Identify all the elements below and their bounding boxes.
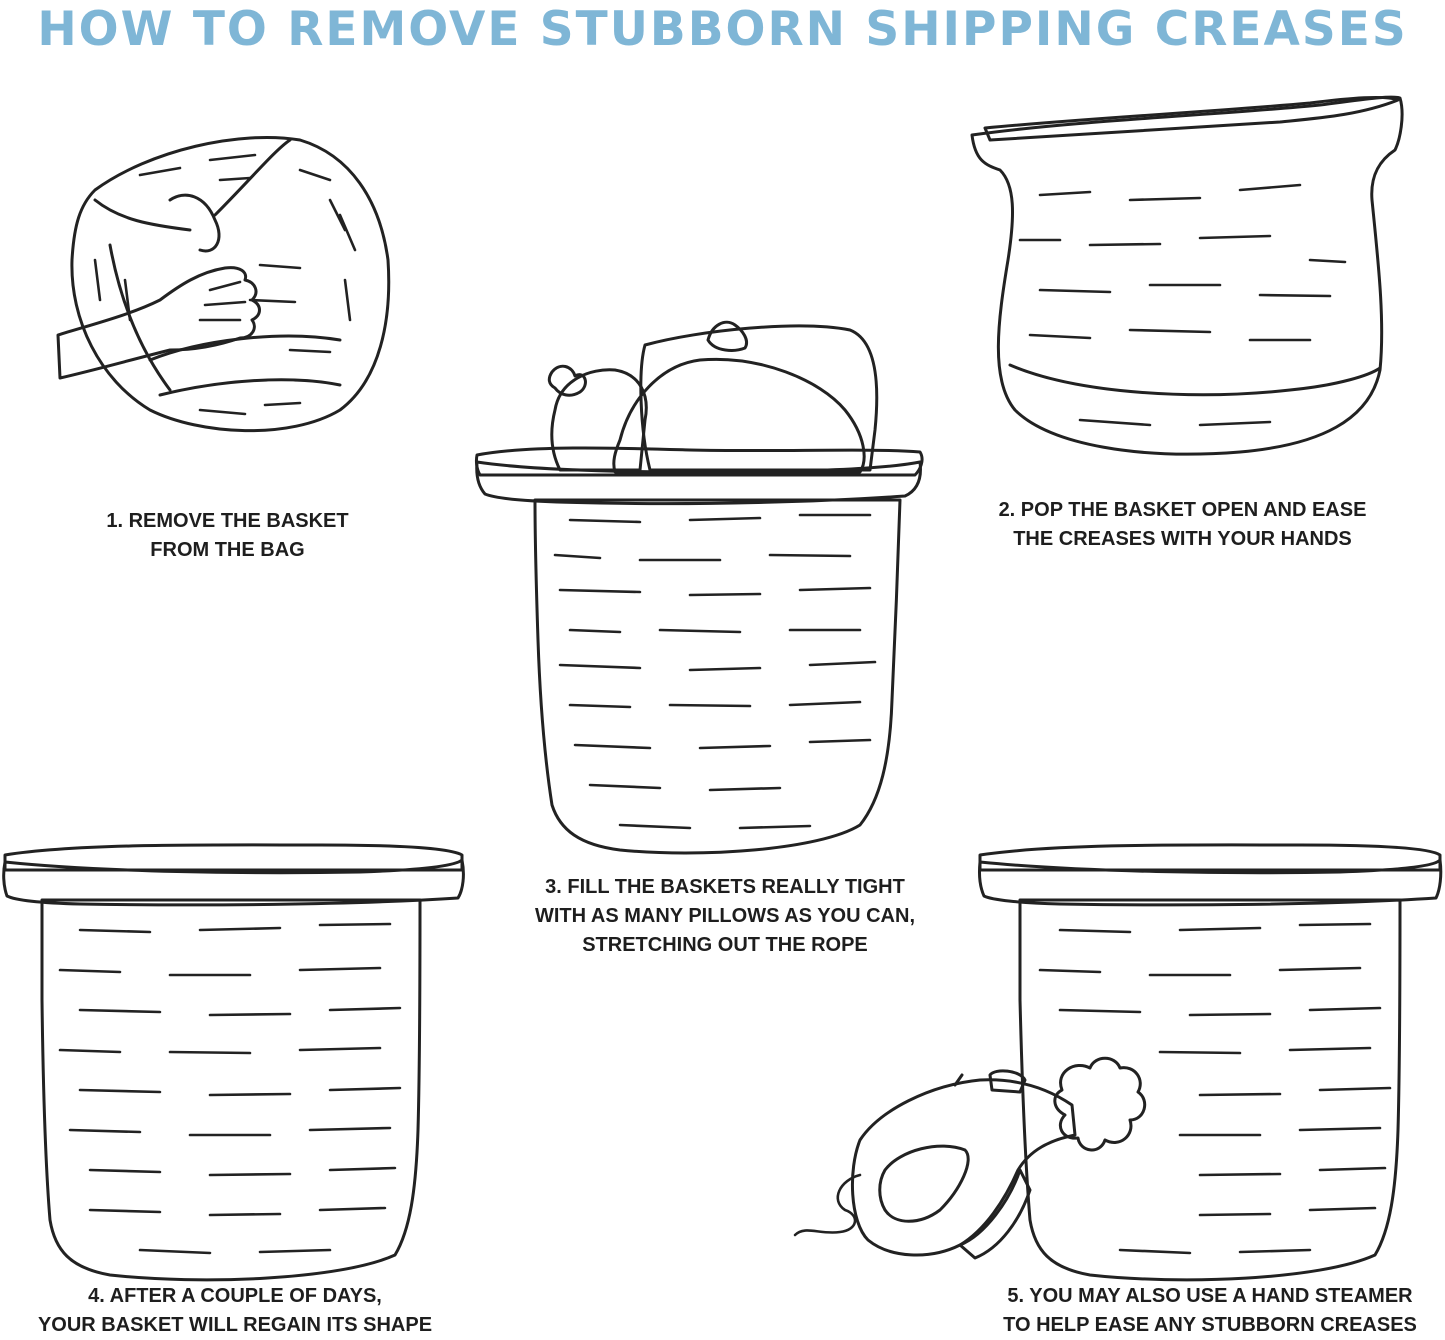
step2-caption-line2: THE CREASES WITH YOUR HANDS [1013,528,1352,550]
step1-caption-line1: 1. REMOVE THE BASKET [106,510,349,532]
step3-caption: 3. FILL THE BASKETS REALLY TIGHT WITH AS… [515,873,935,960]
page-title: HOW TO REMOVE STUBBORN SHIPPING CREASES [37,2,1408,57]
step5-basket-illustration [793,843,1443,1282]
step4-caption-line2: YOUR BASKET WILL REGAIN ITS SHAPE [37,1314,433,1336]
step4-caption: 4. AFTER A COUPLE OF DAYS, YOUR BASKET W… [25,1282,445,1340]
step2-basket-illustration [970,95,1404,456]
step3-caption-line3: STRETCHING OUT THE ROPE [582,934,868,956]
step2-caption: 2. POP THE BASKET OPEN AND EASE THE CREA… [985,496,1380,554]
step2-caption-line1: 2. POP THE BASKET OPEN AND EASE [998,499,1367,521]
step1-caption: 1. REMOVE THE BASKET FROM THE BAG [100,507,355,565]
step1-basket-illustration [56,136,391,433]
step3-caption-line1: 3. FILL THE BASKETS REALLY TIGHT [545,876,905,898]
step1-caption-line2: FROM THE BAG [150,539,305,561]
step4-caption-line1: 4. AFTER A COUPLE OF DAYS, [88,1285,382,1307]
step5-caption-line2: TO HELP EASE ANY STUBBORN CREASES [1003,1314,1417,1336]
step3-basket-illustration [474,320,924,855]
step5-caption-line1: 5. YOU MAY ALSO USE A HAND STEAMER [1007,1285,1413,1307]
step3-caption-line2: WITH AS MANY PILLOWS AS YOU CAN, [534,905,915,927]
step4-basket-illustration [2,843,465,1282]
step5-caption: 5. YOU MAY ALSO USE A HAND STEAMER TO HE… [985,1282,1435,1340]
